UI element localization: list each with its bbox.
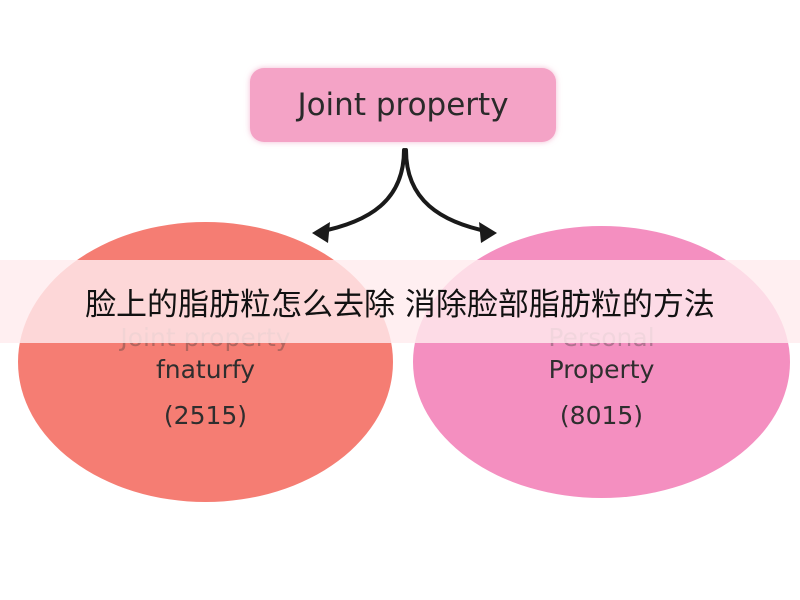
left-node-value: (2515) [163,400,248,430]
arrow-left-head [312,222,330,243]
arrow-right [404,148,492,234]
top-node-label: Joint property [297,87,509,123]
arrow-left [316,148,406,234]
caption-banner: 脸上的脂肪粒怎么去除 消除脸部脂肪粒的方法 [0,260,800,343]
caption-text: 脸上的脂肪粒怎么去除 消除脸部脂肪粒的方法 [85,287,715,323]
right-node-value: (8015) [559,400,644,430]
top-node-joint-property: Joint property [250,68,556,142]
left-node-line2: fnaturfy [155,354,256,384]
arrow-right-head [479,222,497,243]
right-node-line2: Property [548,354,655,384]
